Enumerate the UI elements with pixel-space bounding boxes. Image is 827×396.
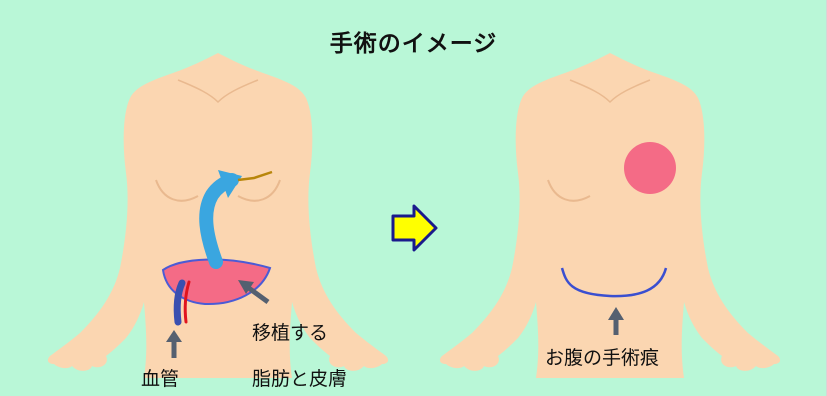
scar-label: お腹の手術痕 bbox=[545, 343, 659, 370]
transplant-label-line2: 脂肪と皮膚 bbox=[252, 364, 347, 391]
diagram-title: 手術のイメージ bbox=[0, 24, 827, 58]
transplant-label-line1: 移植する bbox=[252, 318, 328, 345]
right-torso bbox=[440, 53, 780, 378]
right-arrow-icon bbox=[393, 206, 436, 250]
vessel-label: 血管 bbox=[141, 364, 179, 391]
left-torso bbox=[48, 53, 388, 378]
reconstructed-breast bbox=[624, 142, 676, 194]
